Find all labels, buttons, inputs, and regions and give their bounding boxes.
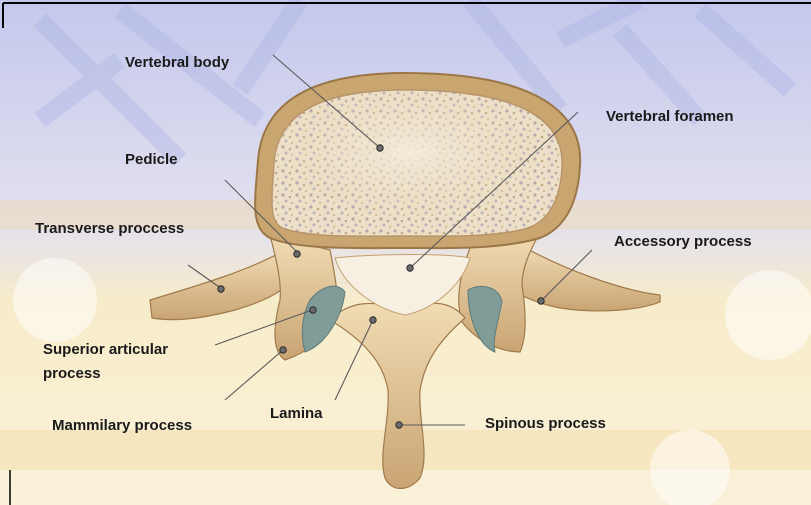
label-vertebral-body: Vertebral body <box>125 53 229 72</box>
label-mammilary-process: Mammilary process <box>52 416 192 435</box>
label-vertebral-foramen: Vertebral foramen <box>606 107 734 126</box>
label-transverse-process: Transverse proccess <box>35 219 184 238</box>
label-pedicle: Pedicle <box>125 150 178 169</box>
vertebral-body-shape <box>255 73 580 248</box>
label-accessory-process: Accessory process <box>614 232 752 251</box>
label-lamina: Lamina <box>270 404 323 423</box>
label-spinous-process: Spinous process <box>485 414 606 433</box>
label-superior-articular-line1: Superior articular <box>43 340 168 359</box>
label-superior-articular-line2: process <box>43 364 101 383</box>
